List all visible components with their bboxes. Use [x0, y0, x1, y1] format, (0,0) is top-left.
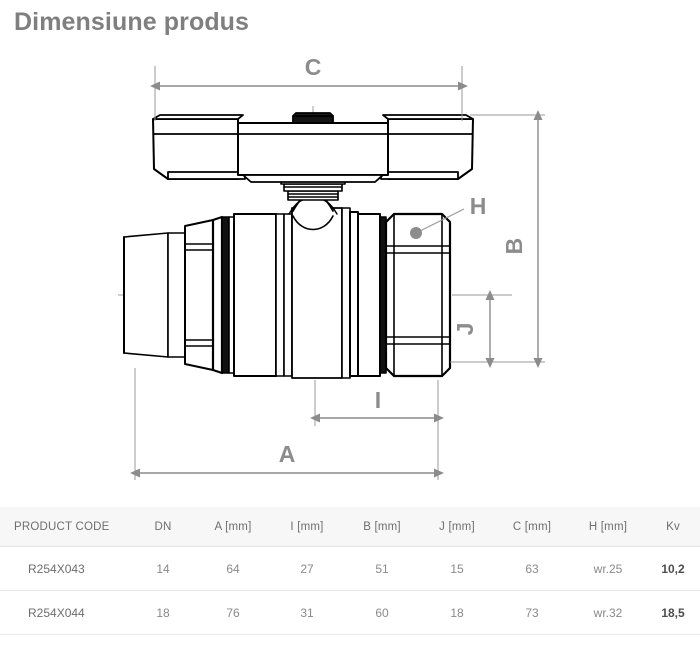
dimension-c: C	[150, 54, 468, 91]
cell-kv: 18,5	[646, 590, 700, 635]
dimension-label-h: H	[470, 193, 487, 219]
cell-a: 64	[196, 546, 270, 591]
table-row[interactable]: R254X044 18 76 31 60 18 73 wr.32 18,5	[0, 590, 700, 635]
cell-product-code: R254X044	[0, 590, 130, 635]
dimension-label-j: J	[452, 323, 478, 336]
table-header-row: PRODUCT CODE DN A [mm] I [mm] B [mm] J […	[0, 507, 700, 547]
dimension-label-i: I	[375, 387, 381, 413]
column-header-j: J [mm]	[420, 507, 494, 547]
page-title: Dimensiune produs	[14, 8, 250, 36]
column-header-c: C [mm]	[494, 507, 570, 547]
h-leader-dot	[410, 227, 422, 239]
column-header-kv: Kv	[646, 507, 700, 547]
cell-c: 73	[494, 590, 570, 635]
cell-j: 15	[420, 546, 494, 591]
table-row[interactable]: R254X043 14 64 27 51 15 63 wr.25 10,2	[0, 546, 700, 591]
column-header-i: I [mm]	[270, 507, 344, 547]
column-header-a: A [mm]	[196, 507, 270, 547]
dimension-a: A	[130, 441, 444, 478]
dimension-b: B	[501, 110, 543, 368]
product-dimension-drawing: C B J H I A	[0, 48, 700, 498]
cell-h: wr.32	[570, 590, 646, 635]
column-header-b: B [mm]	[344, 507, 420, 547]
product-dimensions-table-wrapper: PRODUCT CODE DN A [mm] I [mm] B [mm] J […	[0, 507, 700, 635]
dimension-j: J	[452, 290, 495, 368]
dimension-label-c: C	[305, 54, 322, 80]
column-header-dn: DN	[130, 507, 196, 547]
cell-a: 76	[196, 590, 270, 635]
cell-h: wr.25	[570, 546, 646, 591]
cell-c: 63	[494, 546, 570, 591]
ball-valve-drawing-svg: C B J H I A	[118, 54, 545, 480]
cell-i: 31	[270, 590, 344, 635]
product-dimensions-table: PRODUCT CODE DN A [mm] I [mm] B [mm] J […	[0, 507, 700, 635]
butterfly-handle	[152, 112, 474, 183]
cell-dn: 14	[130, 546, 196, 591]
dimension-label-b: B	[501, 238, 527, 255]
valve-body-outline	[123, 178, 452, 379]
column-header-h: H [mm]	[570, 507, 646, 547]
dimension-h: H	[410, 193, 486, 239]
dimension-label-a: A	[279, 441, 296, 467]
column-header-product-code: PRODUCT CODE	[0, 507, 130, 547]
dimension-i: I	[310, 387, 444, 423]
cell-j: 18	[420, 590, 494, 635]
cell-dn: 18	[130, 590, 196, 635]
cell-b: 60	[344, 590, 420, 635]
cell-b: 51	[344, 546, 420, 591]
cell-product-code: R254X043	[0, 546, 130, 591]
cell-kv: 10,2	[646, 546, 700, 591]
cell-i: 27	[270, 546, 344, 591]
